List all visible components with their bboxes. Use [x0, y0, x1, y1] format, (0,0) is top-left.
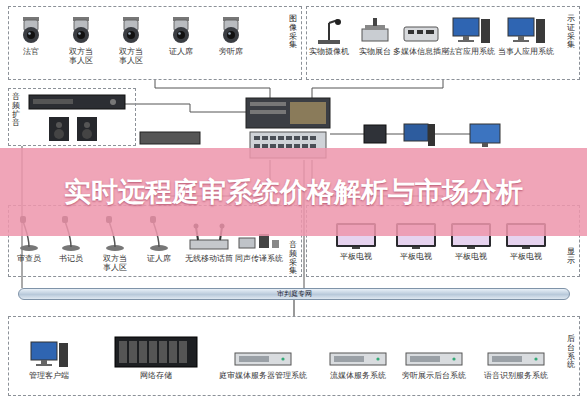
device-item: 旁听席 — [216, 13, 246, 56]
group-panel: 后台系统管理客户端 网络存储 庭审媒体服务器管理系统 流媒体服务系统 旁听展示后台系统 语… — [8, 316, 580, 396]
device-item: 法官 — [16, 13, 46, 56]
device-label: 网络存储 — [140, 371, 172, 380]
icon-box — [233, 331, 293, 369]
server-icon — [486, 349, 546, 369]
cam-icon — [216, 15, 246, 45]
pc-icon — [505, 15, 547, 45]
vertical-heading: 音频采集 — [289, 241, 297, 276]
device-item: 流媒体服务系统 — [328, 331, 388, 380]
title-text: 实时远程庭审系统价格解析与市场分析 — [64, 175, 523, 209]
amplifier-speakers-illustration — [25, 91, 135, 145]
device-label: 庭审媒体服务器管理系统 — [219, 371, 307, 380]
device-item: 语音识别服务系统 — [484, 331, 548, 380]
device-item: 双方当事人区 — [66, 13, 96, 65]
group-panel: 示证采集实物摄像机 实物展台多媒体信息插座法官应用系统当事人应用系统 — [306, 6, 580, 80]
device-label: 当事人应用系统 — [498, 47, 554, 56]
vertical-heading: 图像采集 — [289, 15, 297, 50]
device-label: 语音识别服务系统 — [484, 371, 548, 380]
device-label: 实物展台 — [359, 47, 391, 56]
icon-box — [404, 331, 464, 369]
icon-box — [66, 13, 96, 45]
device-item: 实物摄像机 — [309, 13, 349, 56]
cam-icon — [166, 15, 196, 45]
device-item: 旁听展示后台系统 — [402, 331, 466, 380]
pc-icon — [450, 15, 492, 45]
cam-icon — [16, 15, 46, 45]
device-item: 管理客户端 — [28, 331, 70, 380]
device-item: 庭审媒体服务器管理系统 — [219, 331, 307, 380]
device-label: 旁听席 — [219, 47, 243, 56]
icon-box — [116, 13, 146, 45]
device-label: 无线移动话筒 — [185, 254, 233, 263]
cam-icon — [66, 15, 96, 45]
booth-icon — [360, 15, 390, 45]
device-item: 证人席 — [166, 13, 196, 56]
icon-box — [28, 331, 70, 369]
socket-icon — [401, 21, 441, 45]
device-item: 网络存储 — [113, 331, 199, 380]
icon-box — [113, 331, 199, 369]
vertical-heading: 音频扩音 — [12, 93, 20, 128]
group-panel: 图像采集法官 双方当事人区 双方当事人区 证人席 旁听席 — [8, 6, 302, 80]
icon-box — [401, 13, 441, 45]
device-label: 双方当事人区 — [119, 47, 143, 65]
group-panel: 音频扩音 — [8, 88, 136, 146]
band-label: 审判庭专网 — [277, 289, 312, 299]
device-label: 双方当事人区 — [103, 254, 127, 272]
network-band: 审判庭专网 — [18, 288, 570, 300]
connector-line — [293, 300, 294, 316]
icon-box — [216, 13, 246, 45]
device-label: 双方当事人区 — [69, 47, 93, 65]
icon-box — [16, 13, 46, 45]
device-label: 管理客户端 — [29, 371, 69, 380]
device-label: 审查员 — [17, 254, 41, 263]
icon-box — [450, 13, 492, 45]
device-label: 旁听展示后台系统 — [402, 371, 466, 380]
device-label: 实物摄像机 — [309, 47, 349, 56]
device-item: 双方当事人区 — [116, 13, 146, 65]
icon-box — [486, 331, 546, 369]
device-label: 证人席 — [147, 254, 171, 263]
device-label: 流媒体服务系统 — [330, 371, 386, 380]
server-icon — [404, 349, 464, 369]
device-item: 当事人应用系统 — [498, 13, 554, 56]
pc-icon — [28, 339, 70, 369]
device-label: 多媒体信息插座 — [393, 47, 449, 56]
device-label: 证人席 — [169, 47, 193, 56]
device-label: 平板电视 — [340, 252, 372, 261]
device-item: 多媒体信息插座 — [393, 13, 449, 56]
vertical-heading: 示证采集 — [567, 15, 575, 50]
device-label: 同声传译系统 — [235, 254, 283, 263]
device-item: 实物展台 — [359, 13, 391, 56]
server-icon — [328, 349, 388, 369]
device-label: 法官应用系统 — [447, 47, 495, 56]
device-label: 书记员 — [59, 254, 83, 263]
storage-icon — [113, 335, 199, 369]
device-label: 平板电视 — [400, 252, 432, 261]
icon-box — [360, 13, 390, 45]
device-label: 平板电视 — [510, 252, 542, 261]
device-item: 法官应用系统 — [447, 13, 495, 56]
server-icon — [233, 349, 293, 369]
vertical-heading: 后台系统 — [567, 335, 575, 370]
title-banner: 实时远程庭审系统价格解析与市场分析 — [0, 148, 587, 236]
doccam-icon — [314, 15, 344, 45]
icon-box — [314, 13, 344, 45]
icon-box — [328, 331, 388, 369]
device-label: 法官 — [23, 47, 39, 56]
icon-box — [505, 13, 547, 45]
cam-icon — [116, 15, 146, 45]
vertical-heading: 显示 — [567, 248, 575, 266]
icon-box — [166, 13, 196, 45]
device-label: 平板电视 — [455, 252, 487, 261]
